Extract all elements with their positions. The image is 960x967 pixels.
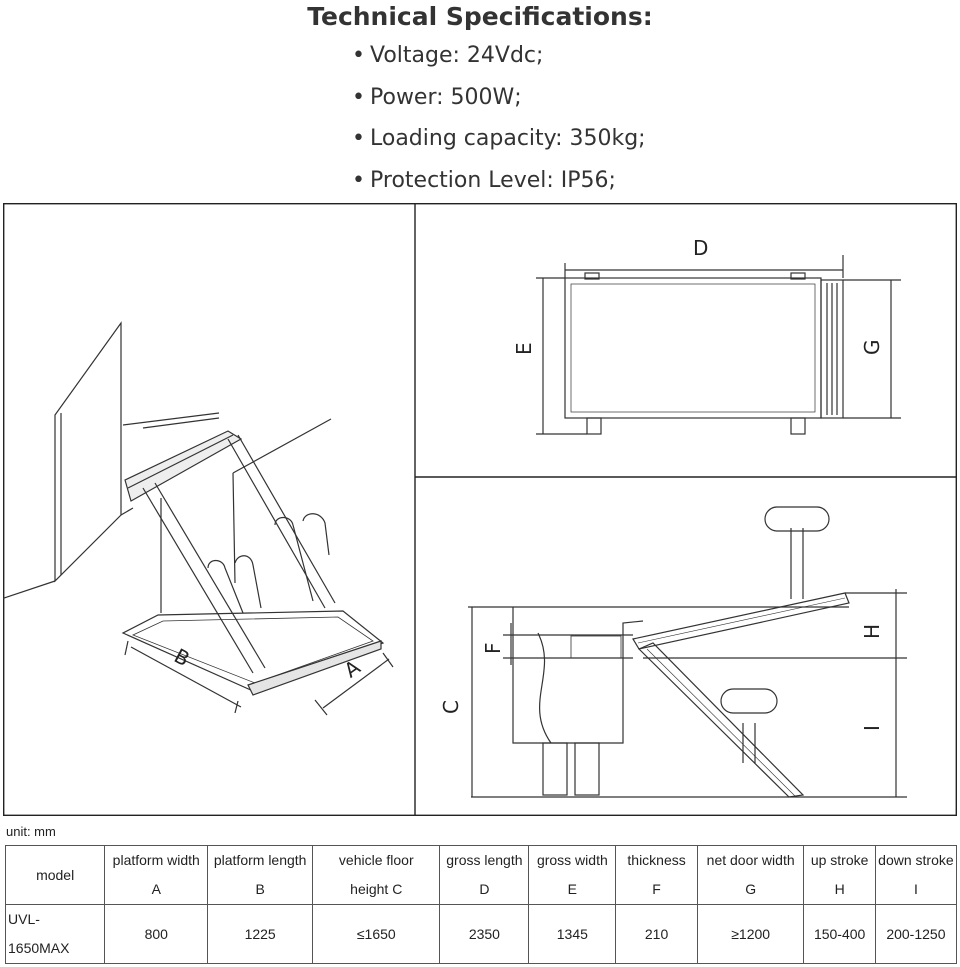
spec-power: Power: 500W; — [370, 84, 522, 110]
label-i: I — [860, 725, 884, 731]
header-model: model — [4, 845, 106, 905]
unit-note: unit: mm — [6, 824, 56, 839]
value-cell: 150-400 — [803, 904, 876, 964]
spec-list: •Voltage: 24Vdc; •Power: 500W; •Loading … — [352, 40, 646, 206]
page-title: Technical Specifications: — [307, 2, 653, 31]
label-g: G — [860, 340, 884, 356]
label-f: F — [481, 642, 505, 654]
value-cell: ≤1650 — [312, 904, 441, 964]
table-row: UVL-1650MAX 800 1225 ≤1650 2350 1345 210… — [4, 904, 958, 964]
top-view — [536, 255, 901, 435]
side-view — [468, 506, 907, 798]
value-cell: 200-1250 — [874, 904, 958, 964]
label-e: E — [512, 342, 536, 355]
value-cell: 800 — [104, 904, 209, 964]
value-cell: 210 — [615, 904, 698, 964]
vehicle-door — [54, 321, 122, 583]
spec-item: •Protection Level: IP56; — [352, 167, 616, 193]
drawing-frame — [3, 203, 957, 816]
isometric-view — [3, 321, 394, 716]
spec-item: •Power: 500W; — [352, 84, 522, 110]
value-cell: 2350 — [439, 904, 530, 964]
label-d: D — [693, 236, 708, 260]
model-cell: UVL-1650MAX — [4, 904, 106, 964]
value-cell: 1345 — [528, 904, 617, 964]
value-cell: 1225 — [207, 904, 314, 964]
value-cell: ≥1200 — [696, 904, 805, 964]
spec-item: •Loading capacity: 350kg; — [352, 126, 646, 151]
spec-protection-level: Protection Level: IP56; — [370, 167, 616, 193]
label-h: H — [860, 624, 884, 639]
spec-voltage: Voltage: 24Vdc; — [370, 43, 544, 68]
technical-drawing: B A D E G — [3, 203, 957, 816]
label-c: C — [439, 700, 463, 714]
spec-loading-capacity: Loading capacity: 350kg; — [370, 126, 646, 151]
spec-item: •Voltage: 24Vdc; — [352, 43, 544, 68]
